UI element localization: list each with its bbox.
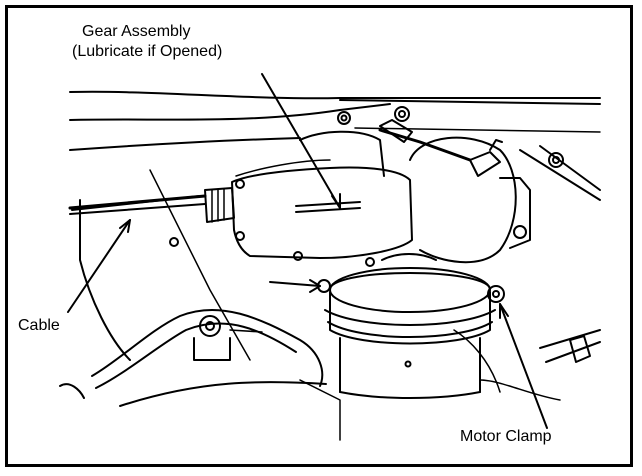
cable: [68, 187, 235, 223]
motor-housing: [378, 119, 531, 264]
gear-assembly: [231, 130, 413, 267]
leader-lines: [67, 73, 548, 429]
motor-clamp-label: Motor Clamp: [460, 428, 552, 445]
motor-canister: [317, 253, 505, 399]
cable-label: Cable: [18, 317, 60, 334]
lower-bracket: [59, 308, 601, 407]
body-panels: [69, 90, 601, 441]
gear-assembly-label: Gear Assembly: [82, 23, 191, 40]
gear-assembly-note-label: (Lubricate if Opened): [72, 43, 223, 60]
